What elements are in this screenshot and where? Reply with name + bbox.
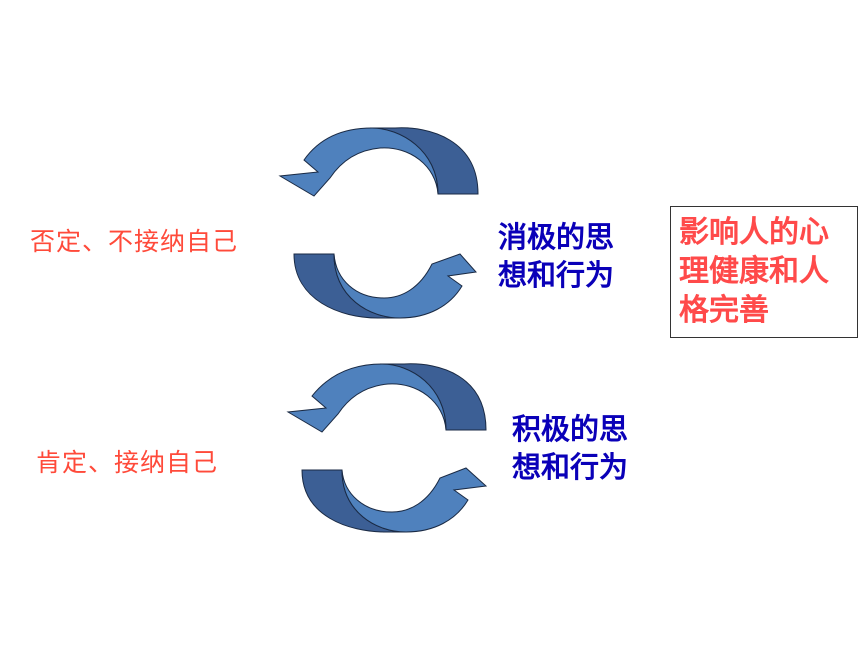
positive-cycle-top-arrow	[286, 363, 487, 433]
positive-result-line1: 积极的思	[512, 412, 629, 446]
negative-result-label: 消极的思 想和行为	[498, 218, 614, 294]
negative-result-line1: 消极的思	[498, 220, 615, 254]
outcome-text: 影响人的心理健康和人格完善	[679, 215, 829, 328]
negative-cycle-top-arrow	[278, 127, 479, 197]
positive-cycle-bottom-arrow	[301, 467, 488, 533]
positive-result-label: 积极的思 想和行为	[512, 410, 628, 486]
positive-cause-label: 肯定、接纳自己	[36, 448, 219, 477]
negative-result-line2: 想和行为	[498, 258, 615, 292]
negative-cycle-bottom-arrow	[293, 253, 477, 319]
negative-cause-label: 否定、不接纳自己	[30, 227, 239, 256]
outcome-box: 影响人的心理健康和人格完善	[670, 206, 858, 338]
positive-result-line2: 想和行为	[512, 450, 629, 484]
